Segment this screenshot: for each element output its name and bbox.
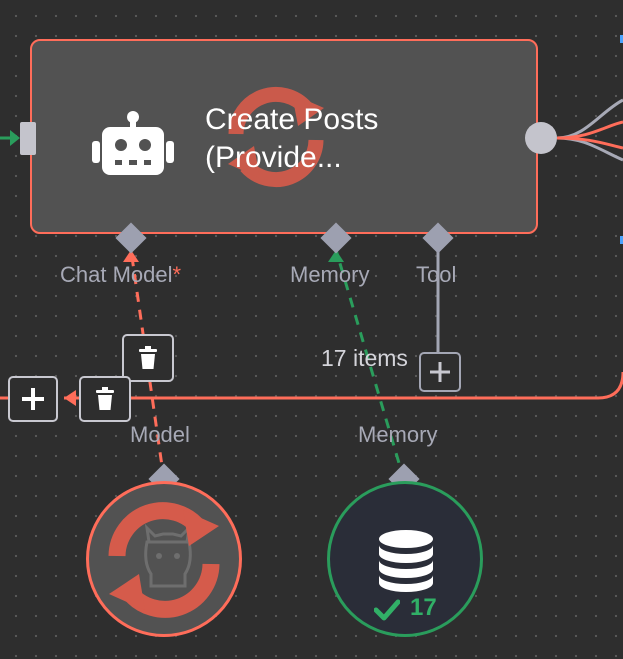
trash-icon [96, 387, 114, 410]
memory-connection [334, 249, 406, 481]
memory-port-label: Memory [290, 262, 370, 287]
loop-arrow [64, 390, 76, 406]
refresh-icon [108, 502, 220, 618]
database-icon [379, 530, 433, 592]
node-input-handle[interactable] [20, 122, 36, 155]
chat-model-port-text: Chat Model [60, 262, 173, 287]
trash-icon [139, 346, 157, 369]
node-title-line-2: (Provide... [205, 141, 342, 174]
plus-icon [430, 362, 450, 382]
model-connection-label: Model [130, 422, 190, 447]
delete-connection-button[interactable] [79, 376, 131, 422]
add-tool-button[interactable] [419, 352, 461, 392]
robot-icon [92, 111, 174, 175]
memory-arrow [328, 250, 344, 262]
node-title: Create Posts (Provide... [205, 101, 525, 177]
node-output-handle[interactable] [525, 122, 557, 154]
check-icon [374, 599, 400, 621]
chat-model-arrow [123, 250, 139, 262]
required-marker: * [172, 262, 182, 287]
plus-icon [22, 388, 44, 410]
chat-model-node[interactable] [86, 481, 242, 637]
memory-node[interactable]: 17 [327, 481, 483, 637]
add-node-button[interactable] [8, 376, 58, 422]
offscreen-node-edge-2 [620, 236, 623, 244]
incoming-arrow [10, 130, 20, 146]
success-count: 17 [410, 594, 437, 621]
outgoing-connection-4 [556, 136, 623, 150]
memory-connection-label: Memory [358, 422, 438, 447]
delete-chat-model-connection-button[interactable] [122, 334, 174, 382]
offscreen-node-edge-1 [620, 35, 623, 43]
items-count-label: 17 items [321, 345, 408, 371]
tool-port-label: Tool [416, 262, 457, 287]
chat-model-port-label: Chat Model* [60, 262, 181, 288]
node-title-line-1: Create Posts [205, 103, 379, 136]
